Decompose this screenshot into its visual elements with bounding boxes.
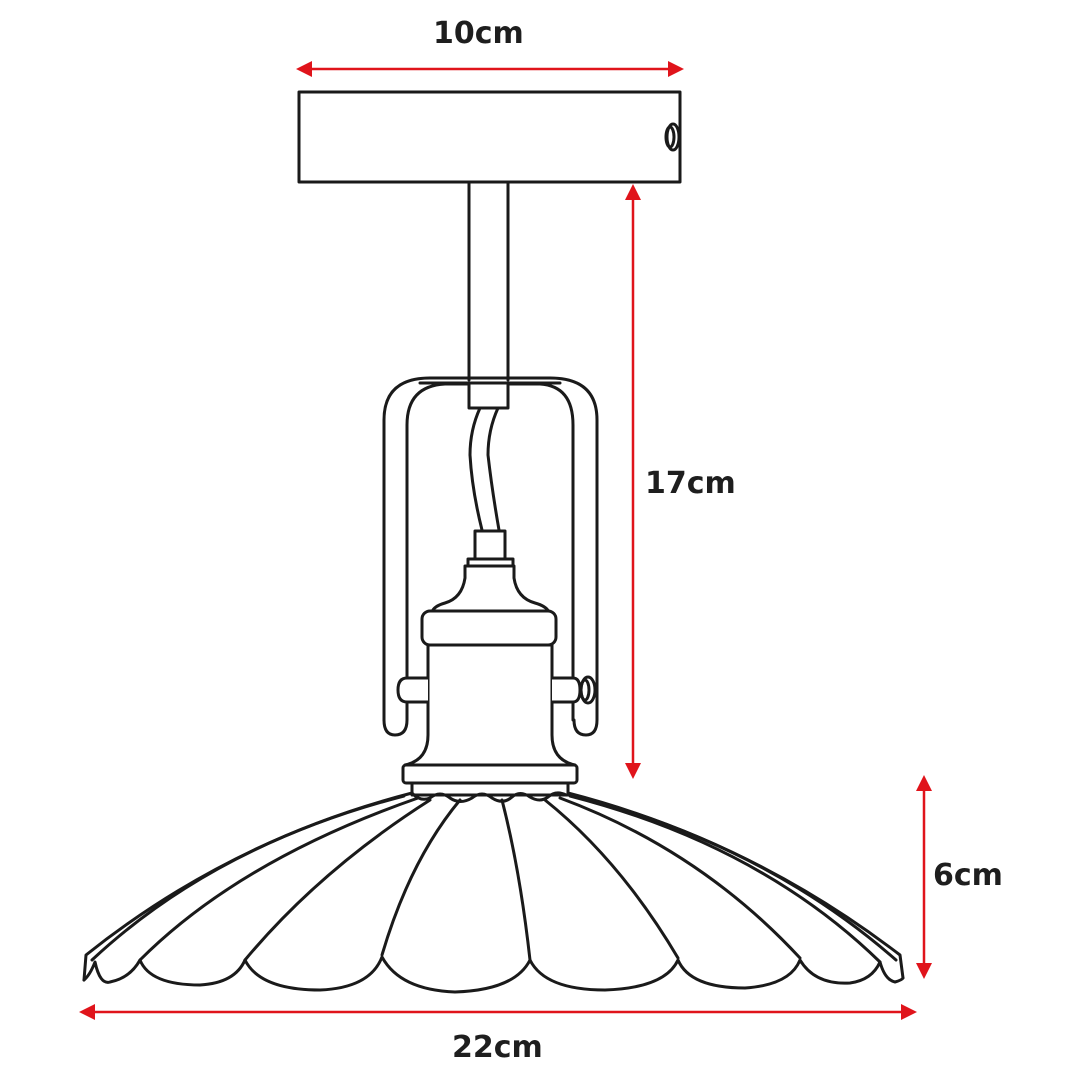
- label-drop-height: 17cm: [645, 466, 736, 501]
- dimension-arrow-canopy-width: [296, 61, 684, 77]
- dimension-arrow-shade-height: [916, 775, 932, 979]
- side-knob-left: [396, 676, 428, 704]
- canopy-screw-icon: [664, 122, 681, 152]
- dimension-arrow-shade-width: [79, 1004, 917, 1020]
- cable: [468, 406, 501, 532]
- stem-rod: [467, 180, 510, 382]
- side-knob-right: [552, 675, 597, 705]
- lamp-holder: [401, 529, 579, 797]
- label-shade-width: 22cm: [452, 1030, 543, 1065]
- label-canopy-width: 10cm: [433, 16, 524, 51]
- stem-connector: [467, 381, 510, 410]
- scalloped-shade: [82, 791, 905, 994]
- dimension-arrow-drop-height: [625, 184, 641, 779]
- label-shade-height: 6cm: [933, 858, 1003, 893]
- ceiling-canopy: [297, 90, 682, 184]
- yoke-bracket: [382, 376, 599, 737]
